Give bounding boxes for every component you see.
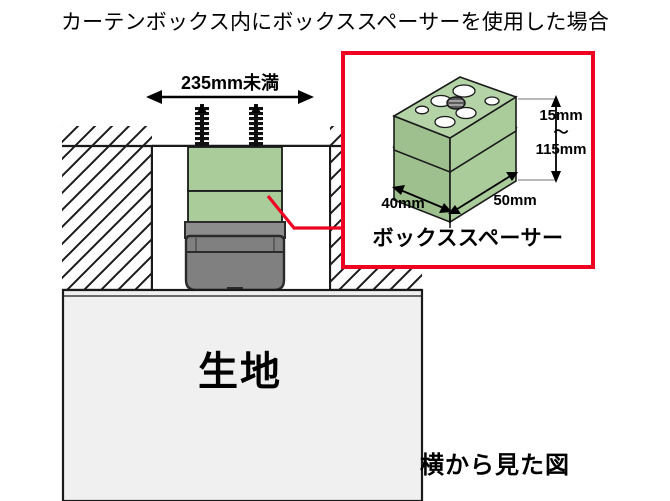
- inset-depth-dimension: [448, 172, 518, 228]
- inset-height-label: 15mm 〜 115mm: [535, 107, 587, 158]
- view-label: 横から見た図: [420, 452, 570, 479]
- box-spacer-upper: [187, 146, 283, 192]
- inset-depth-label: 50mm: [493, 192, 537, 209]
- top-dimension-label: 235mm未満: [180, 73, 280, 93]
- fabric-panel: [61, 288, 424, 501]
- inset-content: [392, 76, 561, 228]
- inset-width-label: 40mm: [381, 195, 425, 212]
- top-dimension-arrow: [146, 90, 314, 113]
- page-title: カーテンボックス内にボックススペーサーを使用した場合: [60, 11, 610, 34]
- spacer-top-holes: [414, 84, 500, 129]
- curtain-box-wall-left: [62, 126, 154, 292]
- box-cavity-right: [282, 147, 329, 289]
- inset-width-dimension: [392, 185, 452, 213]
- inset-caption: ボックススペーサー: [372, 227, 564, 250]
- inset-height-dimension: [518, 95, 561, 183]
- fabric-label: 生地: [198, 350, 282, 394]
- callout-leader-line: [266, 194, 344, 230]
- motor-unit: [184, 221, 286, 292]
- box-spacer-lower: [187, 190, 283, 223]
- box-cavity-left: [153, 147, 188, 289]
